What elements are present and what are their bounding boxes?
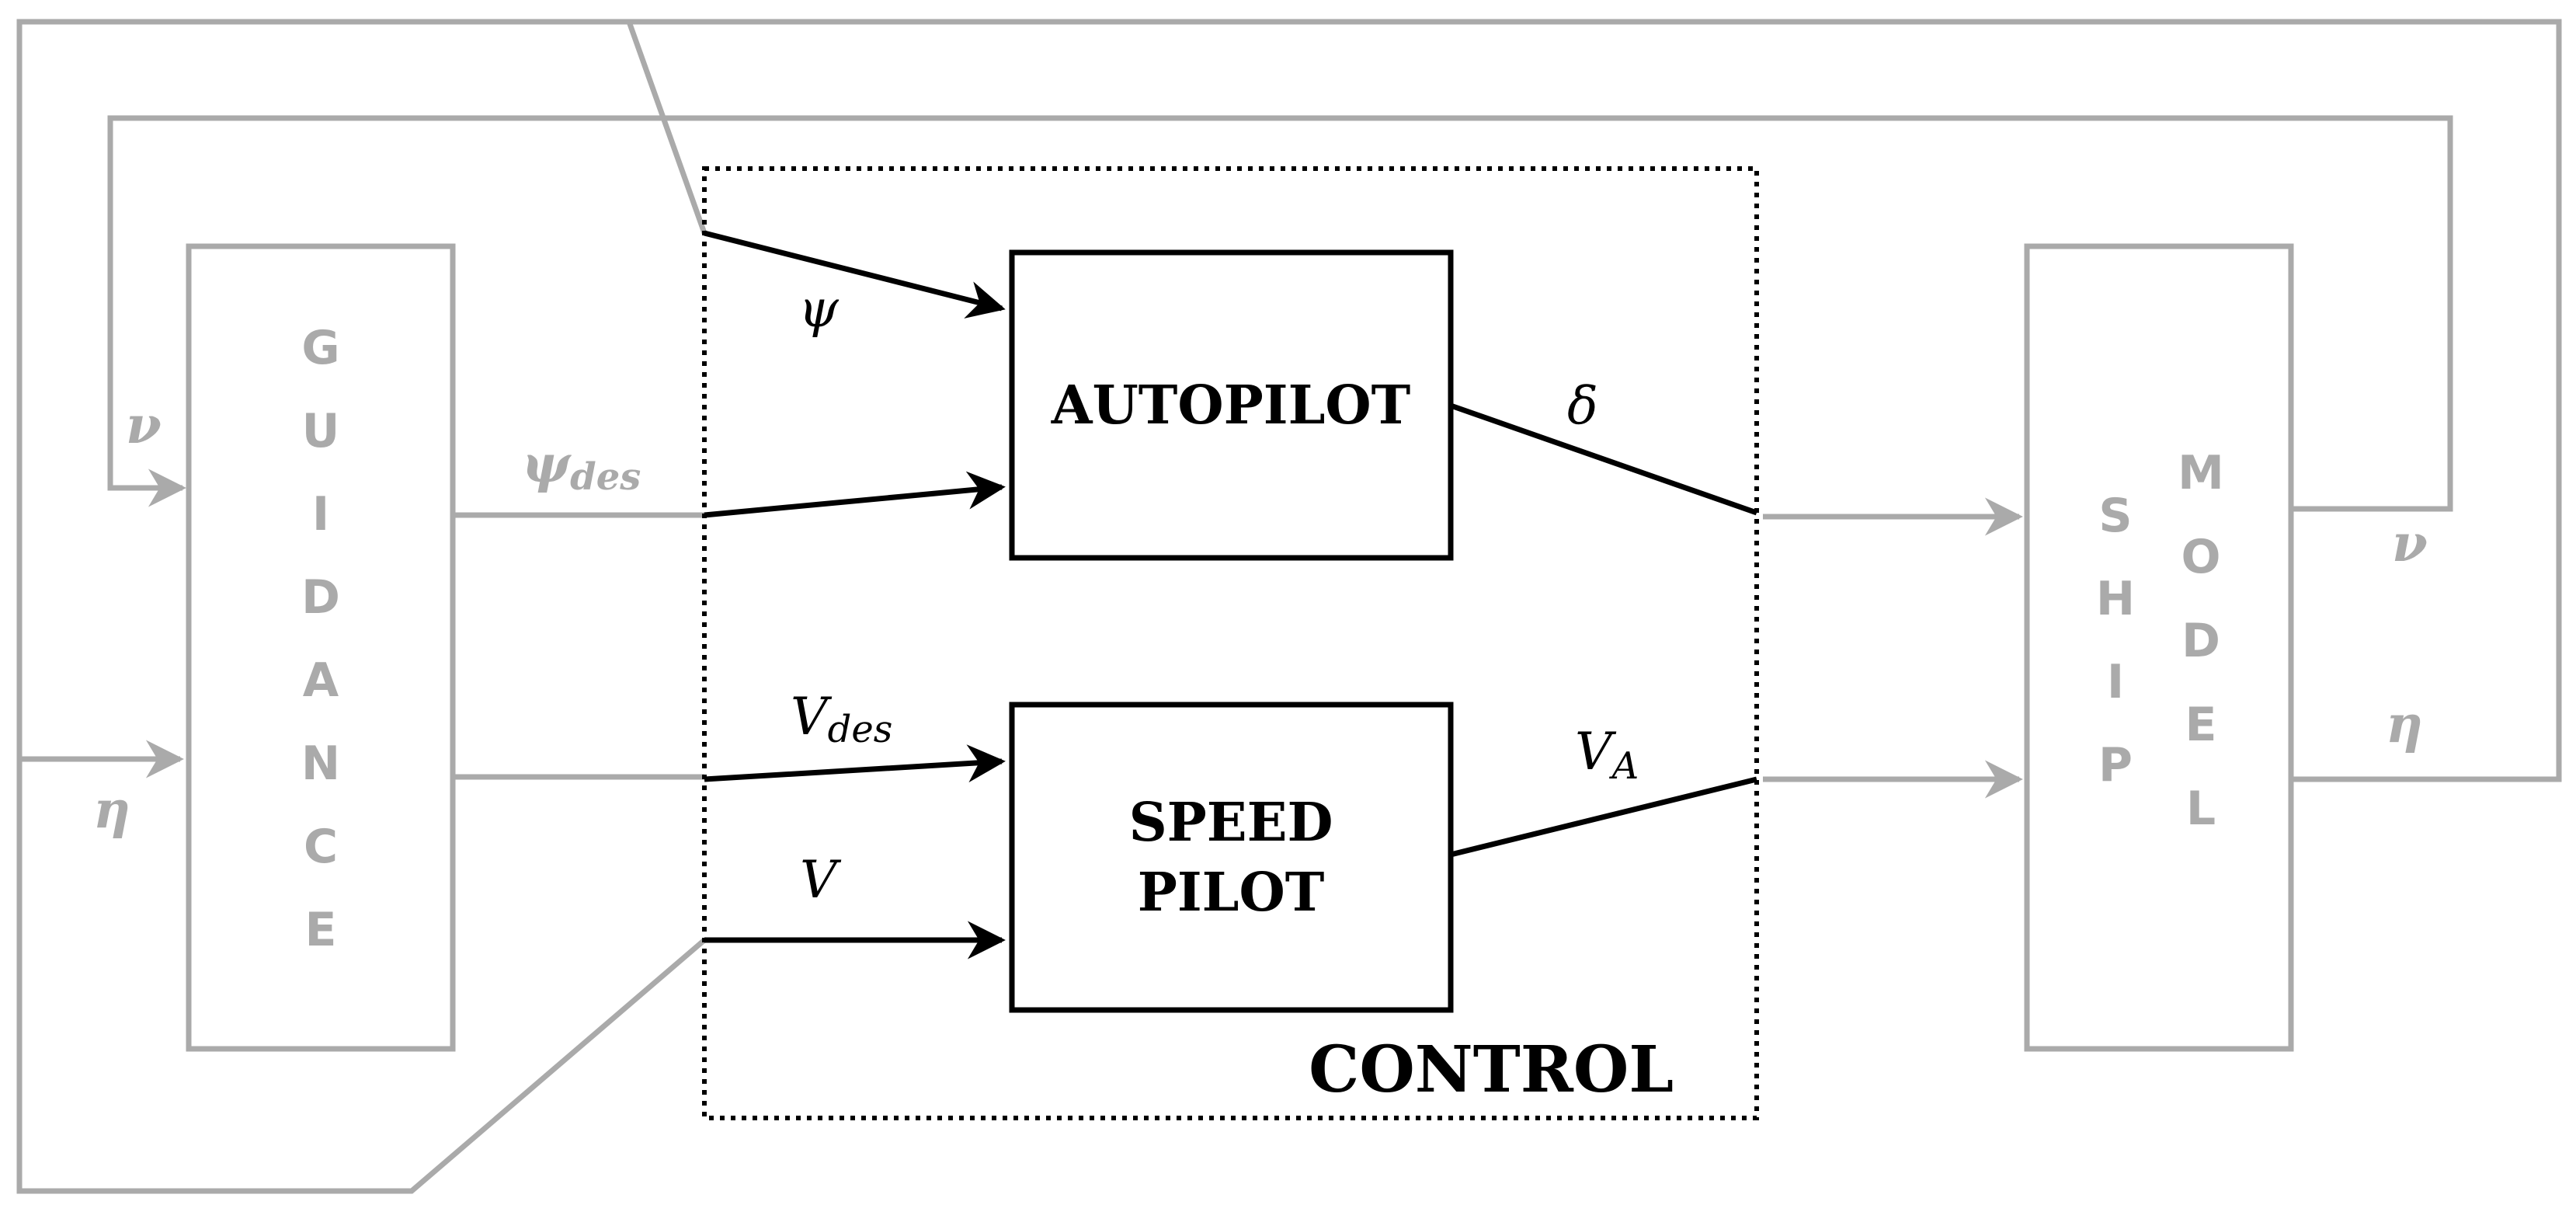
psi-to-autopilot-arrow [704, 230, 1006, 319]
eta-feedback-to-psi-line [16, 19, 2562, 1194]
eta-left-label: η [93, 779, 130, 840]
va-output-line [1450, 776, 1757, 858]
nu-right-label: ν [2392, 513, 2428, 573]
ship-model-block [2024, 243, 2294, 1052]
guidance-block [186, 243, 456, 1052]
autopilot-block [1009, 249, 1454, 561]
va-label: VA [1575, 722, 1639, 788]
v-label: V [800, 850, 842, 910]
speed-pilot-label-line2: PILOT [1138, 862, 1325, 924]
control-label: CONTROL [1309, 1033, 1674, 1107]
delta-output-line [1449, 402, 1758, 516]
speed-pilot-label-line1: SPEED [1129, 792, 1333, 854]
nu-left-label: ν [126, 395, 162, 455]
speed-pilot-block [1009, 702, 1454, 1013]
psi-label: ψ [798, 279, 840, 339]
v-des-to-speed-pilot-arrow [704, 744, 1006, 783]
autopilot-label: AUTOPILOT [1051, 374, 1411, 437]
control-boundary [702, 166, 1759, 1120]
psi-feedback-line [626, 20, 707, 235]
psi-des-to-autopilot-arrow [704, 471, 1006, 518]
eta-right-label: η [2386, 694, 2423, 754]
nu-feedback-line [107, 115, 2453, 512]
delta-label: δ [1567, 376, 1598, 436]
psi-des-label: ψdes [522, 434, 641, 499]
v-des-label: Vdes [791, 687, 892, 751]
